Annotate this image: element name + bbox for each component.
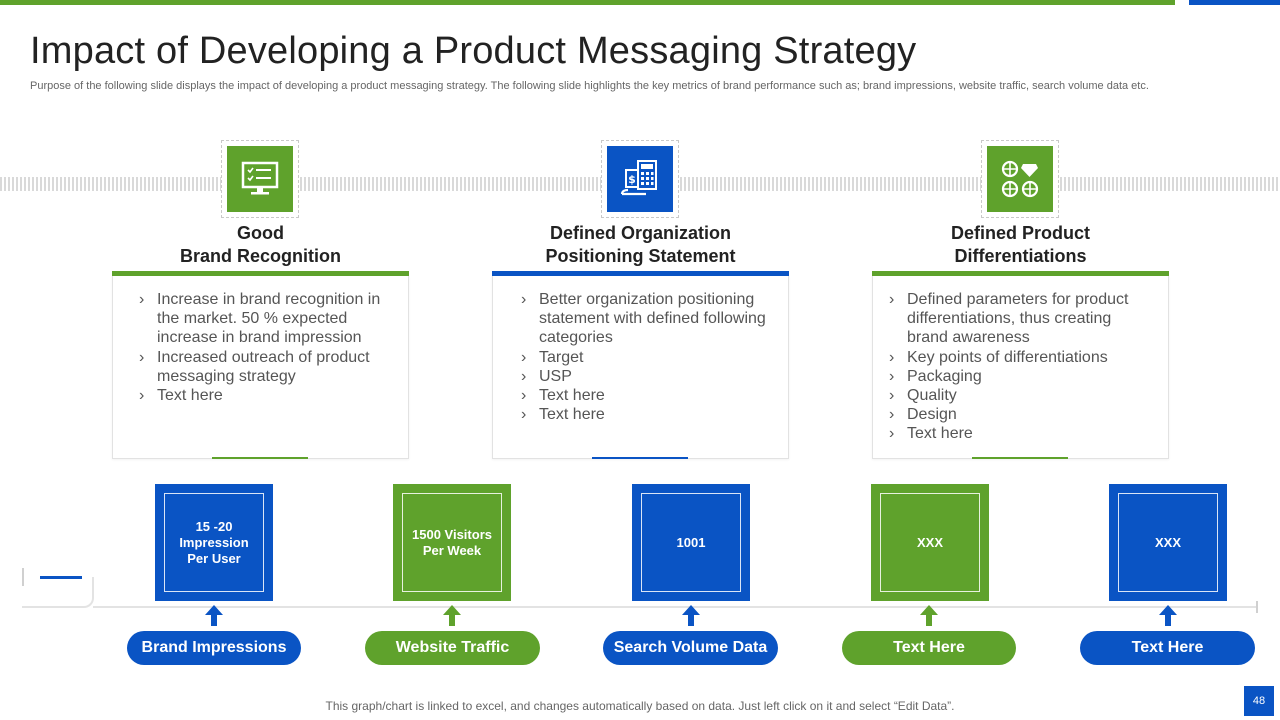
column-2-icon-frame: $ [601, 140, 679, 218]
top-accent-bar-green [0, 0, 1175, 5]
metric-box-text-here-1: XXX [871, 484, 989, 601]
metric-value: 15 -20 Impression Per User [164, 493, 264, 592]
bullet-item: Defined parameters for product different… [889, 290, 1156, 348]
slide-subtitle: Purpose of the following slide displays … [30, 80, 1149, 92]
column-1-card: Increase in brand recognition in the mar… [112, 276, 409, 459]
column-2-heading-line1: Defined Organization [549, 223, 731, 243]
column-1-rule [112, 271, 409, 276]
bullet-item: Better organization positioning statemen… [521, 290, 776, 348]
diamond-gems-icon [987, 146, 1053, 212]
arrow-up-icon [682, 605, 700, 626]
bullet-item: Text here [521, 386, 776, 405]
column-2-card: Better organization positioning statemen… [492, 276, 789, 459]
arrow-up-icon [920, 605, 938, 626]
column-2-bullet-list: Better organization positioning statemen… [493, 276, 788, 425]
metric-box-search-volume: 1001 [632, 484, 750, 601]
column-3-card: Defined parameters for product different… [872, 276, 1169, 459]
label-pill-text-here-1: Text Here [842, 631, 1016, 665]
bullet-item: Quality [889, 386, 1156, 405]
column-1-heading-line2: Brand Recognition [180, 246, 341, 266]
timeline-left-tick [22, 568, 24, 586]
label-pill-search-volume: Search Volume Data [603, 631, 778, 665]
metric-value: 1001 [641, 493, 741, 592]
bullet-item: Packaging [889, 367, 1156, 386]
page-number: 48 [1244, 686, 1274, 716]
column-1-heading: Good Brand Recognition [112, 222, 409, 268]
column-3-bullet-list: Defined parameters for product different… [873, 276, 1168, 444]
label-pill-brand-impressions: Brand Impressions [127, 631, 301, 665]
timeline-right-tick [1256, 601, 1258, 613]
slide-title: Impact of Developing a Product Messaging… [30, 30, 917, 72]
column-2-heading: Defined Organization Positioning Stateme… [492, 222, 789, 268]
column-2-heading-line2: Positioning Statement [545, 246, 736, 266]
column-1-heading-line1: Good [237, 223, 284, 243]
metric-box-website-traffic: 1500 Visitors Per Week [393, 484, 511, 601]
arrow-up-icon [443, 605, 461, 626]
column-1-icon-frame [221, 140, 299, 218]
calculator-money-icon: $ [607, 146, 673, 212]
column-3-heading: Defined Product Differentiations [872, 222, 1169, 268]
bullet-item: Increase in brand recognition in the mar… [139, 290, 396, 348]
metric-box-text-here-2: XXX [1109, 484, 1227, 601]
bullet-item: Design [889, 405, 1156, 424]
label-pill-website-traffic: Website Traffic [365, 631, 540, 665]
arrow-up-icon [1159, 605, 1177, 626]
bullet-item: Text here [521, 405, 776, 424]
column-3-rule [872, 271, 1169, 276]
bullet-item: Text here [139, 386, 396, 405]
bullet-item: Text here [889, 424, 1156, 443]
timeline-line [93, 606, 1258, 608]
arrow-up-icon [205, 605, 223, 626]
column-1-card-accent [212, 457, 308, 459]
computer-checklist-icon [227, 146, 293, 212]
column-2-card-accent [592, 457, 688, 459]
footnote: This graph/chart is linked to excel, and… [325, 699, 955, 713]
bullet-item: Increased outreach of product messaging … [139, 348, 396, 386]
column-3-icon-frame [981, 140, 1059, 218]
column-1-bullet-list: Increase in brand recognition in the mar… [113, 276, 408, 405]
metric-value: 1500 Visitors Per Week [402, 493, 502, 592]
timeline-corner [22, 577, 94, 608]
bullet-item: USP [521, 367, 776, 386]
column-3-heading-line1: Defined Product [950, 223, 1090, 243]
top-accent-bar-blue [1189, 0, 1280, 5]
bullet-item: Target [521, 348, 776, 367]
column-2-rule [492, 271, 789, 276]
column-3-card-accent [972, 457, 1068, 459]
metric-value: XXX [1118, 493, 1218, 592]
svg-text:$: $ [628, 173, 636, 186]
column-3-heading-line2: Differentiations [954, 246, 1087, 266]
label-pill-text-here-2: Text Here [1080, 631, 1255, 665]
metric-box-brand-impressions: 15 -20 Impression Per User [155, 484, 273, 601]
timeline-start-marker [40, 576, 82, 579]
metric-value: XXX [880, 493, 980, 592]
bullet-item: Key points of differentiations [889, 348, 1156, 367]
